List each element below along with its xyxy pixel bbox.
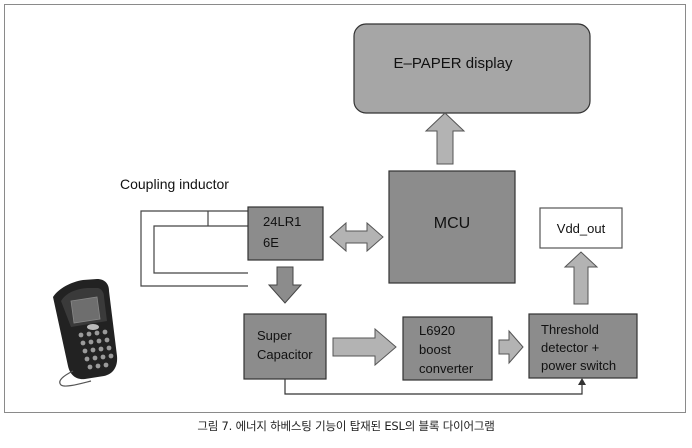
threshold-label-line2: detector + <box>541 340 599 355</box>
coupling-inductor-label: Coupling inductor <box>120 176 229 192</box>
handheld-scanner-image <box>53 279 118 387</box>
figure-caption: 그림 7. 에너지 하베스팅 기능이 탑재된 ESL의 블록 다이어그램 <box>197 419 495 433</box>
arrow-threshold-to-vdd <box>563 251 599 305</box>
vdd-out-block: Vdd_out <box>539 207 623 249</box>
mcu-label: MCU <box>434 215 470 232</box>
threshold-label-line3: power switch <box>541 358 616 373</box>
chip-label-line2: 6E <box>263 235 279 250</box>
rfid-chip-block: 24LR1 6E <box>247 206 324 261</box>
arrow-boost-to-threshold <box>498 329 524 365</box>
mcu-block: MCU <box>388 170 516 284</box>
boost-label-line1: L6920 <box>419 323 455 338</box>
arrow-mcu-to-epaper <box>424 112 466 165</box>
boost-label-line2: boost <box>419 342 451 357</box>
vdd-out-label: Vdd_out <box>557 221 606 236</box>
arrow-supercap-to-boost <box>332 327 397 367</box>
block-diagram: E–PAPER display MCU Coupling inductor 24… <box>53 23 638 395</box>
threshold-label-line1: Threshold <box>541 322 599 337</box>
boost-label-line3: converter <box>419 361 474 376</box>
super-capacitor-block: Super Capacitor <box>243 313 327 380</box>
supercap-label-line2: Capacitor <box>257 347 313 362</box>
chip-label-line1: 24LR1 <box>263 214 301 229</box>
supercap-label-line1: Super <box>257 328 292 343</box>
epaper-display-label: E–PAPER display <box>394 55 513 72</box>
threshold-detector-block: Threshold detector + power switch <box>528 313 638 379</box>
coupling-inductor <box>140 210 248 287</box>
boost-converter-block: L6920 boost converter <box>402 316 493 381</box>
diagram-frame: E–PAPER display MCU Coupling inductor 24… <box>4 4 686 413</box>
supercap-to-threshold-line <box>284 378 586 395</box>
arrow-chip-mcu-bidirectional <box>329 221 384 253</box>
epaper-display-block: E–PAPER display <box>353 23 591 114</box>
arrow-chip-to-supercap <box>267 266 303 304</box>
